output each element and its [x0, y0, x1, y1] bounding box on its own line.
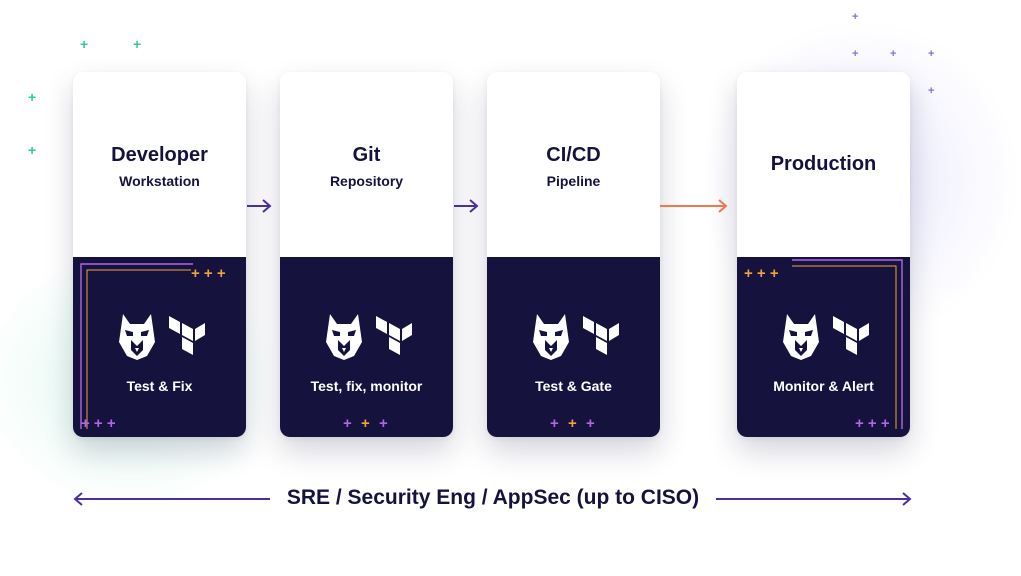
sparkle-icon: +	[133, 36, 142, 52]
stage-title: Git	[352, 144, 381, 166]
terraform-logo-icon	[583, 316, 619, 355]
arrow-left-icon	[73, 492, 270, 506]
tool-logos	[73, 312, 246, 362]
stage-card-git: Git Repository + + +	[280, 72, 453, 437]
terraform-logo-icon	[169, 316, 205, 355]
sparkle-icon: +	[852, 11, 859, 23]
stage-action-label: Test, fix, monitor	[310, 378, 423, 394]
card-header: CI/CD Pipeline	[487, 72, 660, 257]
arrow-right-icon	[716, 492, 912, 506]
card-header: Developer Workstation	[73, 72, 246, 257]
sparkle-icon: + + +	[855, 415, 890, 432]
stage-subtitle: Repository	[329, 173, 404, 189]
sparkle-icon: +	[586, 415, 595, 432]
sparkle-icon: +	[550, 415, 559, 432]
arrow-right-icon	[454, 199, 479, 213]
sparkle-icon: +	[928, 48, 935, 60]
frame-decoration	[80, 263, 193, 429]
snyk-dog-logo-icon	[119, 314, 155, 360]
frame-decoration	[792, 259, 903, 429]
stage-subtitle: Workstation	[119, 173, 200, 189]
card-body: + + + + + + Test & Fix	[73, 257, 246, 437]
tool-logos	[487, 312, 660, 362]
arrow-right-icon	[660, 199, 728, 213]
stage-title: Production	[770, 153, 877, 175]
card-body: + + + Test & Gate	[487, 257, 660, 437]
sparkle-icon: + + +	[744, 265, 779, 282]
frame-decoration	[495, 270, 637, 272]
card-header: Git Repository	[280, 72, 453, 257]
terraform-logo-icon	[376, 316, 412, 355]
frame-decoration	[288, 266, 430, 273]
sparkle-icon: +	[568, 415, 577, 432]
arrow-right-icon	[247, 199, 272, 213]
snyk-dog-logo-icon	[783, 314, 819, 360]
sparkle-icon: +	[28, 142, 37, 158]
sparkle-icon: +	[361, 415, 370, 432]
card-header: Production	[737, 72, 910, 257]
stage-title: Developer	[111, 144, 208, 166]
sparkle-icon: +	[890, 48, 897, 60]
sparkle-icon: +	[852, 48, 859, 60]
team-roles-caption: SRE / Security Eng / AppSec (up to CISO)	[286, 486, 700, 509]
snyk-dog-logo-icon	[533, 314, 569, 360]
tool-logos	[280, 312, 453, 362]
sparkle-icon: +	[28, 89, 37, 105]
stage-action-label: Monitor & Alert	[773, 378, 874, 394]
sparkle-icon: + + +	[191, 265, 226, 282]
stage-title: CI/CD	[546, 144, 601, 166]
sparkle-icon: + + +	[81, 415, 116, 432]
sparkle-icon: +	[80, 36, 89, 52]
stage-subtitle: Pipeline	[546, 173, 601, 189]
stage-action-label: Test & Fix	[126, 378, 193, 394]
snyk-dog-logo-icon	[326, 314, 362, 360]
sparkle-icon: +	[379, 415, 388, 432]
stage-card-developer: Developer Workstation + + + + + + T	[73, 72, 246, 437]
stage-action-label: Test & Gate	[535, 378, 612, 394]
stage-card-cicd: CI/CD Pipeline + + +	[487, 72, 660, 437]
tool-logos	[737, 312, 910, 362]
card-body: + + + + + + Monitor & Alert	[737, 257, 910, 437]
stage-card-production: Production + + + + + + Monitor & Alert	[737, 72, 910, 437]
card-body: + + + Test, fix, monitor	[280, 257, 453, 437]
sparkle-icon: +	[928, 85, 935, 97]
sparkle-icon: +	[343, 415, 352, 432]
terraform-logo-icon	[833, 316, 869, 355]
